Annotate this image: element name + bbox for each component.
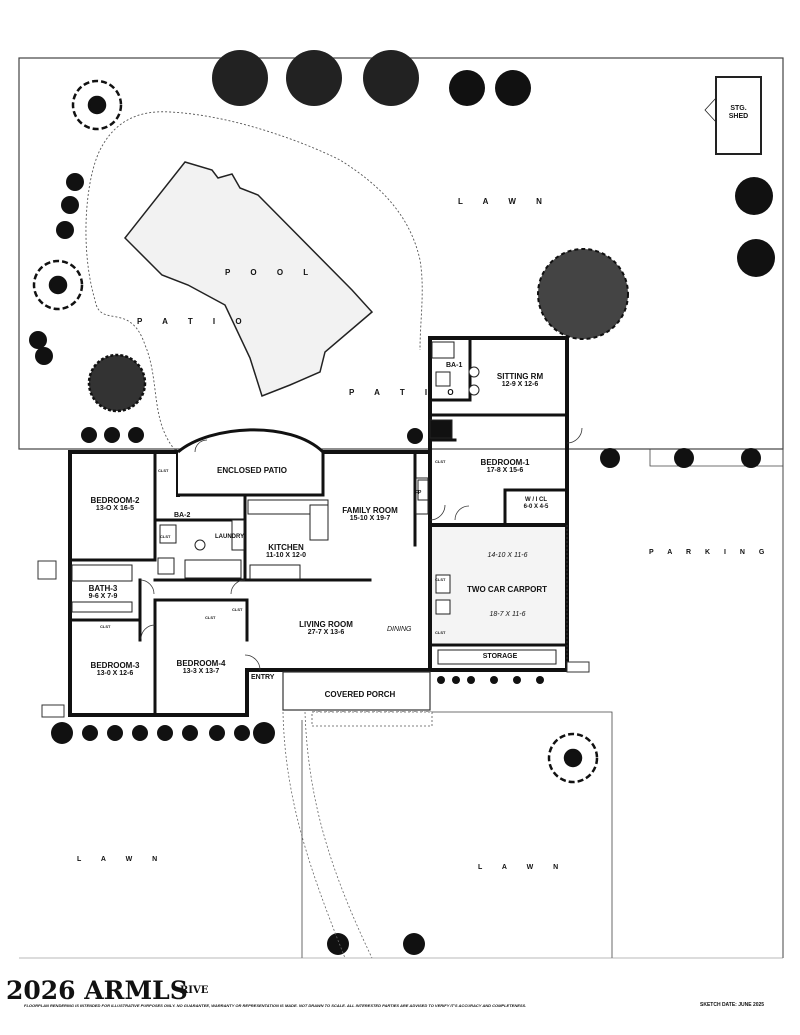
- bedroom2-name: BEDROOM-2: [90, 496, 140, 505]
- clst-label-ba2: CLST: [160, 534, 171, 539]
- bedroom2-dim: 13-O X 16-5: [95, 505, 135, 513]
- porch-steps: [311, 711, 433, 727]
- large-tree: [537, 248, 629, 340]
- meter-right: [566, 661, 590, 673]
- covered-porch: [282, 671, 431, 711]
- living-room-name: LIVING ROOM: [299, 620, 353, 629]
- family-room-name: FAMILY ROOM: [342, 506, 398, 515]
- utility-box: [37, 560, 57, 580]
- parking-edge: [649, 449, 783, 467]
- bath3-name: BATH-3: [88, 584, 118, 593]
- bedroom4-dim: 13-3 X 13-7: [182, 668, 220, 676]
- lawn-bottom-left-label: L A W N: [77, 856, 167, 863]
- bath3-dim: 9-6 X 7-9: [88, 593, 118, 601]
- carport-label: TWO CAR CARPORT: [467, 585, 547, 594]
- driveway-edge: [430, 711, 613, 958]
- lawn-bottom-right-label: L A W N: [478, 864, 568, 871]
- bedroom2-label: BEDROOM-2 13-O X 16-5: [80, 496, 150, 513]
- living-room-dim: 27-7 X 13-6: [307, 629, 345, 637]
- clst-label-hall: CLST: [232, 607, 243, 612]
- enclosed-patio-wall: [177, 428, 325, 497]
- lawn-top-label: L A W N: [458, 197, 551, 206]
- patio-mid-label: P A T I O: [349, 388, 463, 397]
- dining-label: DINING: [387, 626, 412, 633]
- ba2-label: BA-2: [174, 512, 191, 519]
- sitting-room-label: SITTING RM 12-9 X 12-6: [485, 372, 555, 389]
- clst-label-bath3: CLST: [100, 624, 111, 629]
- shed-door: [704, 97, 717, 123]
- clst-label-bed2: CLST: [158, 468, 169, 473]
- sitting-room-dim: 12-9 X 12-6: [501, 381, 539, 389]
- door-swings: [139, 427, 583, 671]
- walk-in-closet-label: W / I CL 6-0 X 4-5: [508, 497, 564, 511]
- clst-label-bed1: CLST: [435, 459, 446, 464]
- family-room-label: FAMILY ROOM 15-10 X 19-7: [335, 506, 405, 523]
- flowering-shrubs: [32, 79, 599, 784]
- bedroom4-name: BEDROOM-4: [176, 659, 226, 668]
- kitchen-name: KITCHEN: [268, 543, 304, 552]
- bedroom3-label: BEDROOM-3 13-0 X 12-6: [80, 661, 150, 678]
- carport-area: [432, 527, 565, 643]
- sitting-room-name: SITTING RM: [496, 372, 544, 381]
- stg-shed-label: STG. SHED: [728, 105, 749, 121]
- patio-left-label: P A T I O: [137, 317, 251, 326]
- fixtures: [71, 341, 557, 665]
- pool-label: P O O L: [225, 268, 318, 277]
- living-room-label: LIVING ROOM 27-7 X 13-6: [290, 620, 362, 637]
- family-room-dim: 15-10 X 19-7: [349, 515, 391, 523]
- covered-porch-label: COVERED PORCH: [324, 690, 396, 699]
- disclaimer: FLOORPLAN RENDERING IS INTENDED FOR ILLU…: [24, 1003, 527, 1008]
- meter-left: [41, 704, 65, 718]
- clst-label-carport-2: CLST: [435, 630, 446, 635]
- parking-label: P A R K I N G: [649, 549, 771, 556]
- fireplace-label: FP: [415, 490, 422, 496]
- bedroom1-name: BEDROOM-1: [480, 458, 530, 467]
- clst-label-carport-1: CLST: [435, 577, 446, 582]
- ba1-label: BA-1: [446, 362, 463, 369]
- bath3-label: BATH-3 9-6 X 7-9: [80, 584, 126, 601]
- sketch-date: SKETCH DATE: JUNE 2025: [700, 1002, 765, 1008]
- watermark: 2026 ARMLS: [6, 976, 188, 1005]
- storage-label: STORAGE: [482, 653, 518, 660]
- kitchen-dim: 11-10 X 12-0: [265, 552, 307, 560]
- kitchen-label: KITCHEN 11-10 X 12-0: [256, 543, 316, 560]
- entry-label: ENTRY: [251, 674, 275, 681]
- bedroom3-name: BEDROOM-3: [90, 661, 140, 670]
- address-fragment: RIVE: [180, 985, 209, 996]
- carport-bottom-dim: 18-7 X 11-6: [489, 611, 526, 618]
- carport-top-dim: 14-10 X 11-6: [487, 552, 528, 559]
- bedroom1-dim: 17-8 X 15-6: [486, 467, 524, 475]
- wicl-name: W / I CL: [525, 497, 547, 503]
- shrubs: [29, 50, 775, 955]
- walkway: [282, 711, 373, 959]
- laundry-label: LAUNDRY: [215, 534, 245, 540]
- bedroom1-label: BEDROOM-1 17-8 X 15-6: [470, 458, 540, 475]
- clst-label-bed4: CLST: [205, 615, 216, 620]
- house-walls: [68, 336, 569, 717]
- wicl-dim: 6-0 X 4-5: [523, 503, 549, 510]
- pool-shape: [123, 161, 374, 397]
- enclosed-patio-label: ENCLOSED PATIO: [217, 466, 287, 475]
- site-boundary-right: [570, 448, 784, 958]
- bedroom4-label: BEDROOM-4 13-3 X 13-7: [166, 659, 236, 676]
- bedroom3-dim: 13-0 X 12-6: [96, 670, 134, 678]
- storage-shed: [715, 76, 762, 155]
